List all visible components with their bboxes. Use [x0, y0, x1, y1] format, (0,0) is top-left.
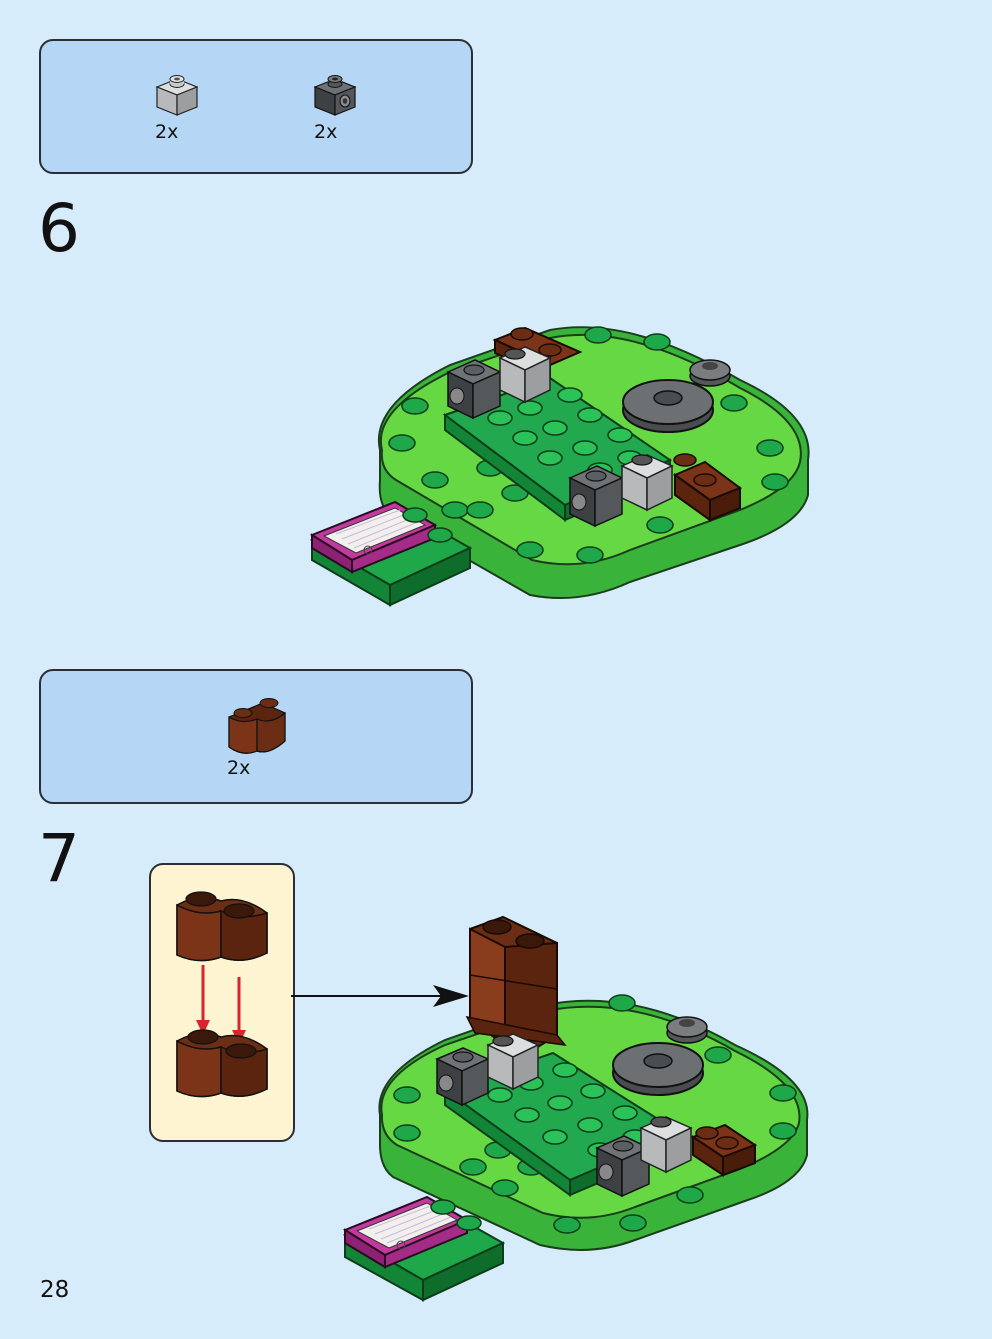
dark-grey-1x1-brick-with-side-stud-icon [313, 75, 357, 116]
build-model-step-7 [342, 915, 809, 1302]
part-quantity: 2x [314, 121, 338, 143]
part-quantity: 2x [227, 757, 251, 779]
parts-list-box-step-7: 2x [39, 669, 473, 804]
step-number: 6 [38, 190, 80, 267]
reddish-brown-1x2-round-brick-icon [228, 698, 286, 754]
part-quantity: 2x [155, 121, 179, 143]
step-number: 7 [38, 820, 80, 897]
sub-assembly-callout [149, 863, 295, 1142]
build-model-step-6 [309, 326, 810, 607]
light-grey-1x1-brick-icon [155, 75, 199, 116]
page-number: 28 [40, 1277, 70, 1303]
stacking-bricks-illustration [176, 891, 268, 1098]
parts-list-box-step-6: 2x 2x [39, 39, 473, 174]
pointer-arrow [291, 985, 469, 1007]
